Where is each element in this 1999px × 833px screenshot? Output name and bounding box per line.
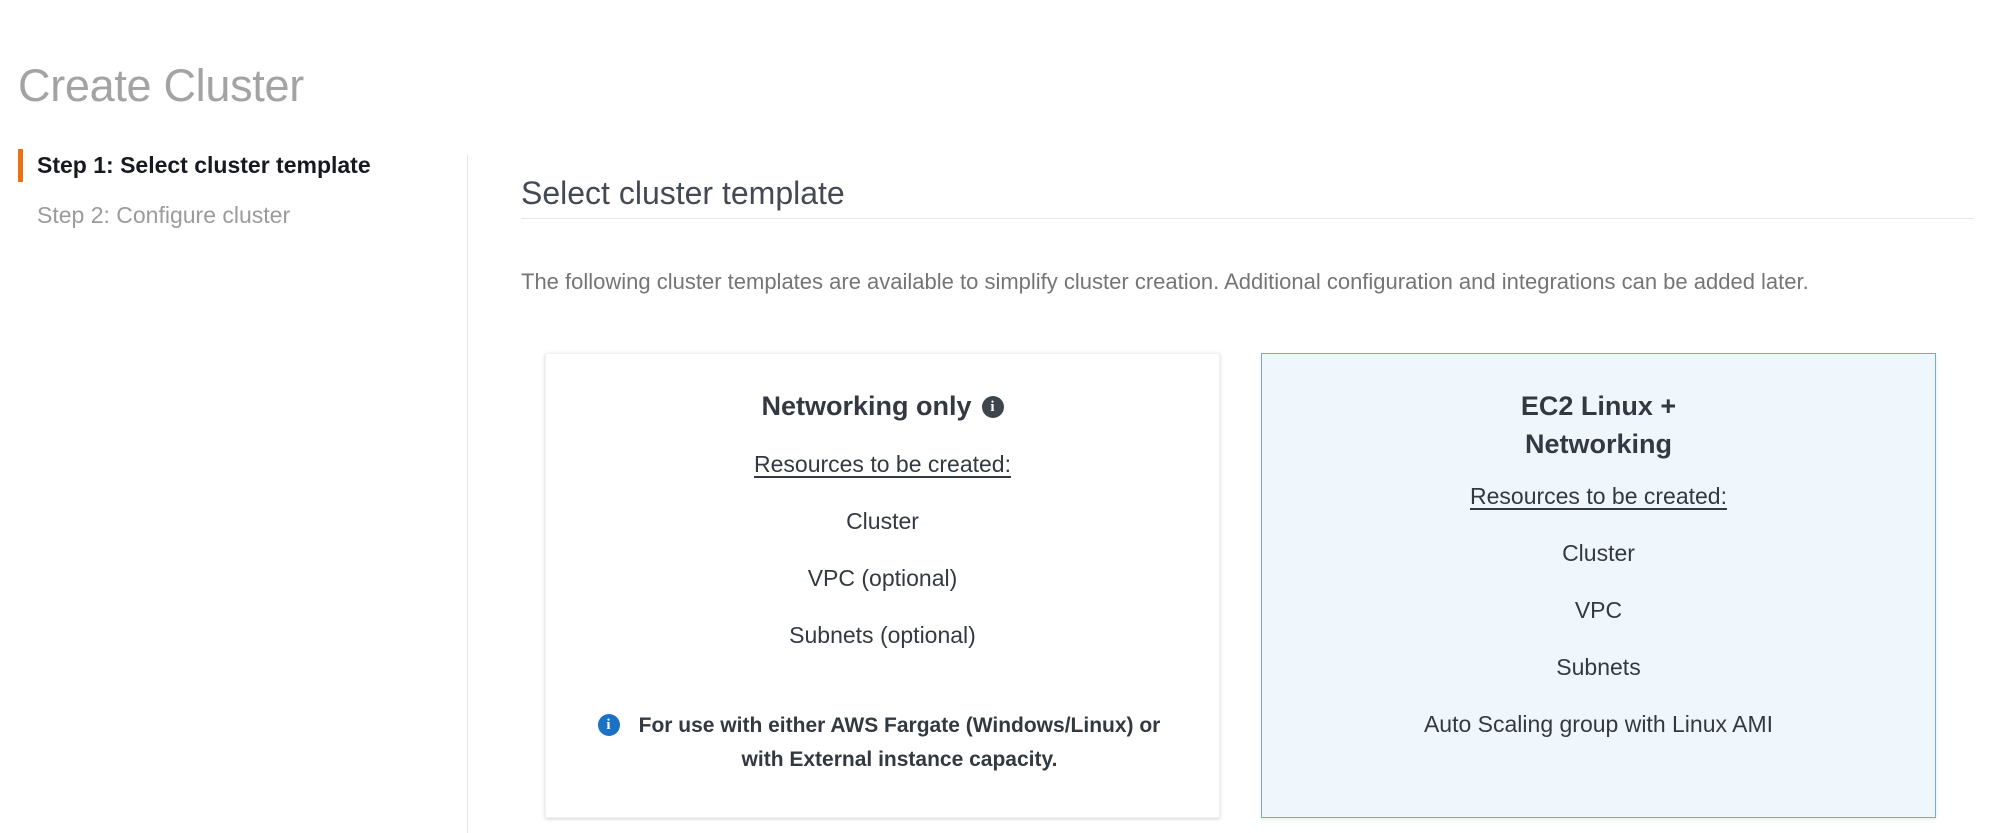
template-card-ec2-linux-networking[interactable]: EC2 Linux + Networking Resources to be c…: [1261, 353, 1936, 818]
resource-item: VPC (optional): [807, 565, 958, 591]
resource-item: Cluster: [846, 508, 919, 534]
inactive-step-marker: [18, 199, 23, 232]
step-1-label: Step 1: Select cluster template: [37, 152, 371, 178]
info-icon[interactable]: i: [981, 396, 1004, 418]
card-title-networking-only: Networking only i: [761, 387, 1004, 425]
resource-item: VPC: [1574, 597, 1623, 623]
resources-heading: Resources to be created:: [754, 451, 1011, 477]
main-content: Select cluster template The following cl…: [521, 145, 1999, 833]
section-divider: [521, 218, 1973, 219]
card-title-ec2-linux-networking: EC2 Linux + Networking: [1449, 387, 1749, 463]
sidebar-divider: [467, 155, 468, 833]
resource-item: Subnets: [1556, 654, 1641, 680]
template-card-list: Networking only i Resources to be create…: [545, 353, 1945, 833]
wizard-sidebar: Step 1: Select cluster template Step 2: …: [0, 145, 468, 833]
resource-item: Subnets (optional): [789, 622, 976, 648]
resource-item: Cluster: [1562, 540, 1635, 566]
active-step-marker: [18, 149, 23, 182]
resources-heading: Resources to be created:: [1470, 483, 1727, 509]
card-note-networking-only: i For use with either AWS Fargate (Windo…: [597, 709, 1168, 777]
sidebar-item-step-1[interactable]: Step 1: Select cluster template: [18, 149, 371, 182]
resource-item: Auto Scaling group with Linux AMI: [1423, 711, 1774, 737]
step-2-label: Step 2: Configure cluster: [37, 202, 291, 228]
sidebar-item-step-2[interactable]: Step 2: Configure cluster: [18, 199, 290, 232]
info-icon: i: [597, 714, 620, 736]
card-title-text: EC2 Linux + Networking: [1520, 391, 1677, 459]
section-description: The following cluster templates are avai…: [521, 269, 1809, 294]
card-title-text: Networking only: [761, 391, 972, 421]
page-title: Create Cluster: [18, 60, 304, 112]
template-card-networking-only[interactable]: Networking only i Resources to be create…: [545, 353, 1220, 818]
card-note-text: For use with either AWS Fargate (Windows…: [638, 714, 1161, 771]
section-title: Select cluster template: [521, 174, 845, 211]
